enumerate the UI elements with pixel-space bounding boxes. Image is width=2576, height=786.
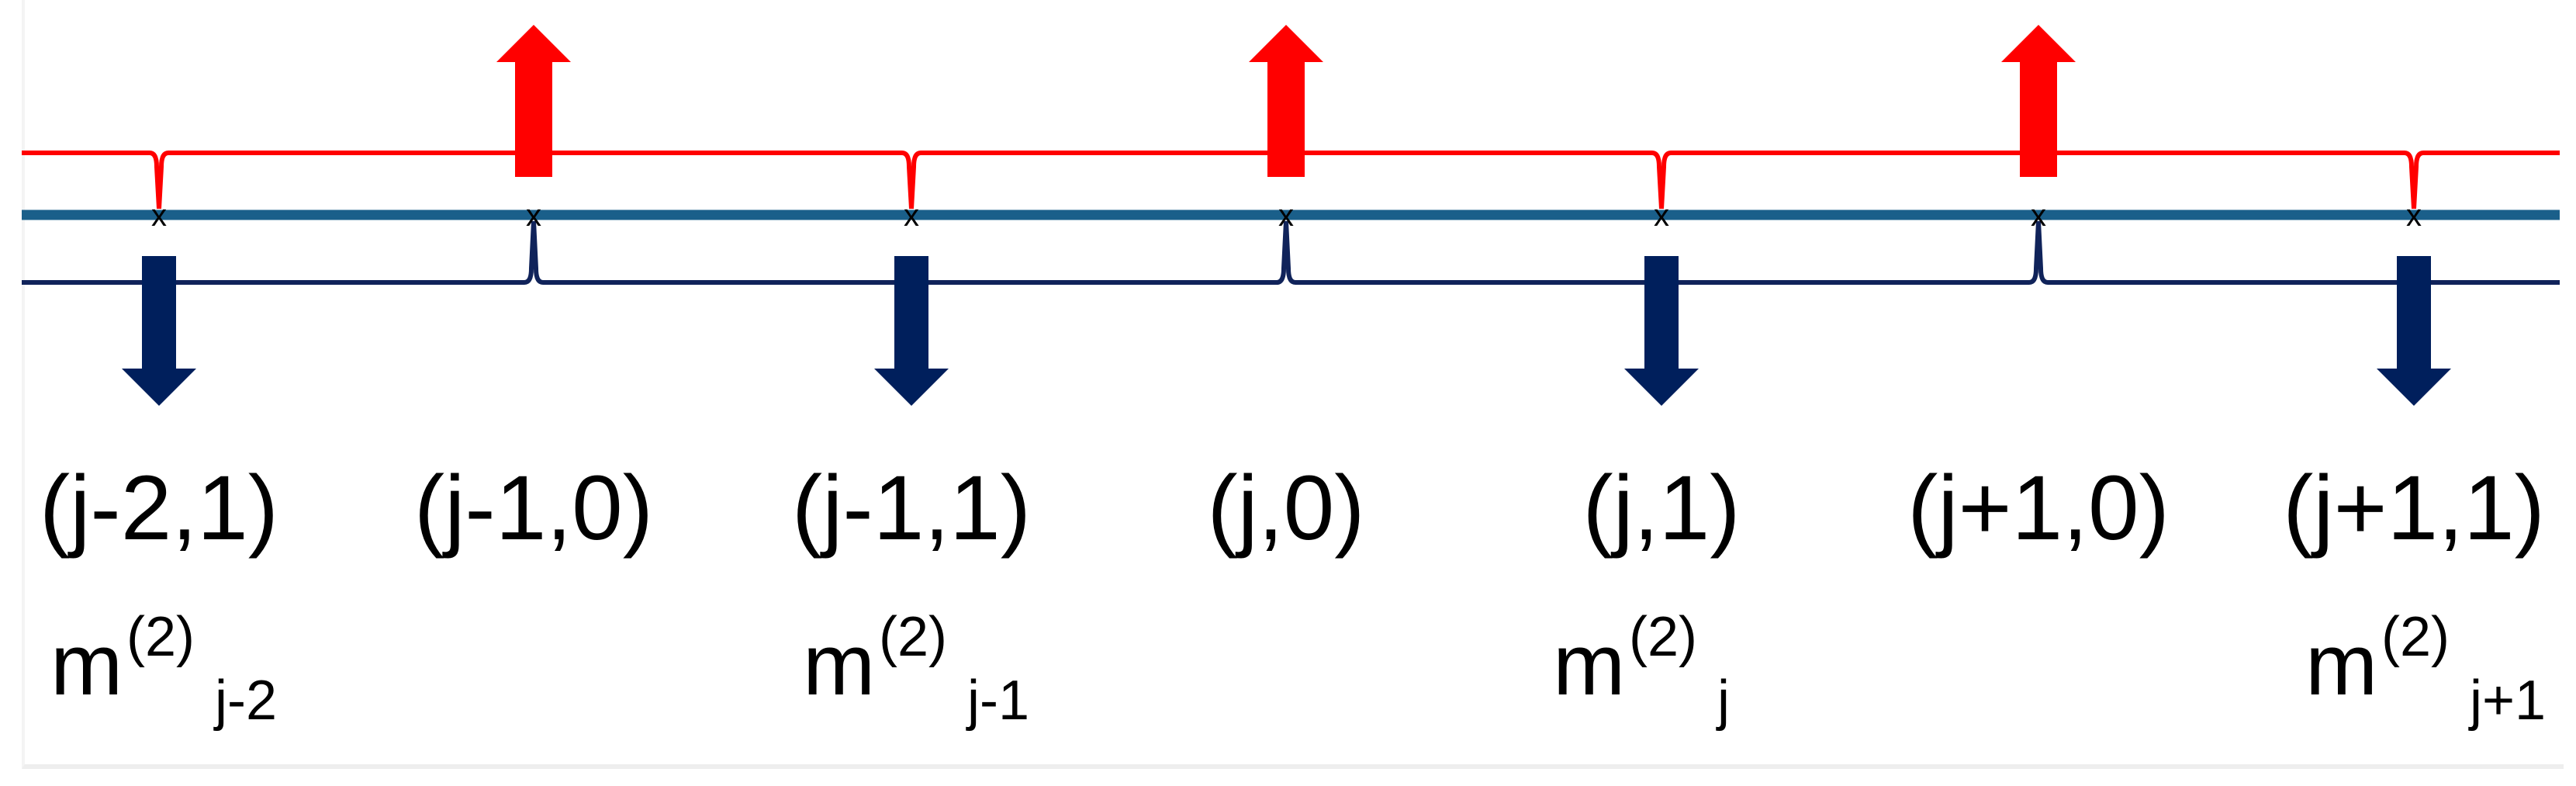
mode-symbol: m — [50, 616, 123, 713]
down-arrow — [122, 256, 196, 406]
site-marker: x — [1278, 199, 1294, 233]
site-marker: x — [904, 199, 919, 233]
mode-label: m(2) j — [1553, 606, 1730, 732]
up-arrow — [2001, 25, 2076, 177]
mode-subscript: j+1 — [2468, 670, 2546, 732]
site-label: (j+1,0) — [1907, 457, 2170, 559]
up-arrow — [1249, 25, 1323, 177]
down-arrow — [2377, 256, 2451, 406]
arrow-group — [122, 25, 2451, 406]
site-label: (j+1,1) — [2283, 457, 2545, 559]
site-label: (j-1,0) — [414, 457, 653, 559]
mode-subscript: j-1 — [966, 670, 1029, 732]
mode-label: m(2) j-2 — [50, 606, 277, 732]
site-marker: x — [151, 199, 167, 233]
mode-label: m(2) j+1 — [2305, 606, 2546, 732]
site-marker: x — [2031, 199, 2046, 233]
site-labels: (j-2,1) (j-1,0) (j-1,1) (j,0) (j,1) (j+1,0) (j… — [40, 457, 2545, 559]
mode-symbol: m — [2305, 616, 2377, 713]
down-arrow — [874, 256, 949, 406]
site-marker: x — [1654, 199, 1669, 233]
mode-label: m(2) j-1 — [803, 606, 1029, 732]
site-label: (j,0) — [1207, 457, 1364, 559]
mode-symbol: m — [1553, 616, 1625, 713]
mode-superscript: (2) — [1629, 606, 1697, 668]
site-marker: x — [526, 199, 541, 233]
mode-superscript: (2) — [2381, 606, 2450, 668]
mode-superscript: (2) — [126, 606, 195, 668]
mode-superscript: (2) — [879, 606, 947, 668]
site-marker: x — [2406, 199, 2422, 233]
down-arrow — [1624, 256, 1699, 406]
up-arrow — [496, 25, 571, 177]
site-label: (j-1,1) — [792, 457, 1031, 559]
site-label: (j,1) — [1582, 457, 1740, 559]
mode-subscript: j-2 — [213, 670, 277, 732]
lower-chain-line — [22, 220, 2560, 285]
mode-symbol: m — [803, 616, 875, 713]
site-label: (j-2,1) — [40, 457, 278, 559]
mode-subscript: j — [1716, 670, 1730, 732]
